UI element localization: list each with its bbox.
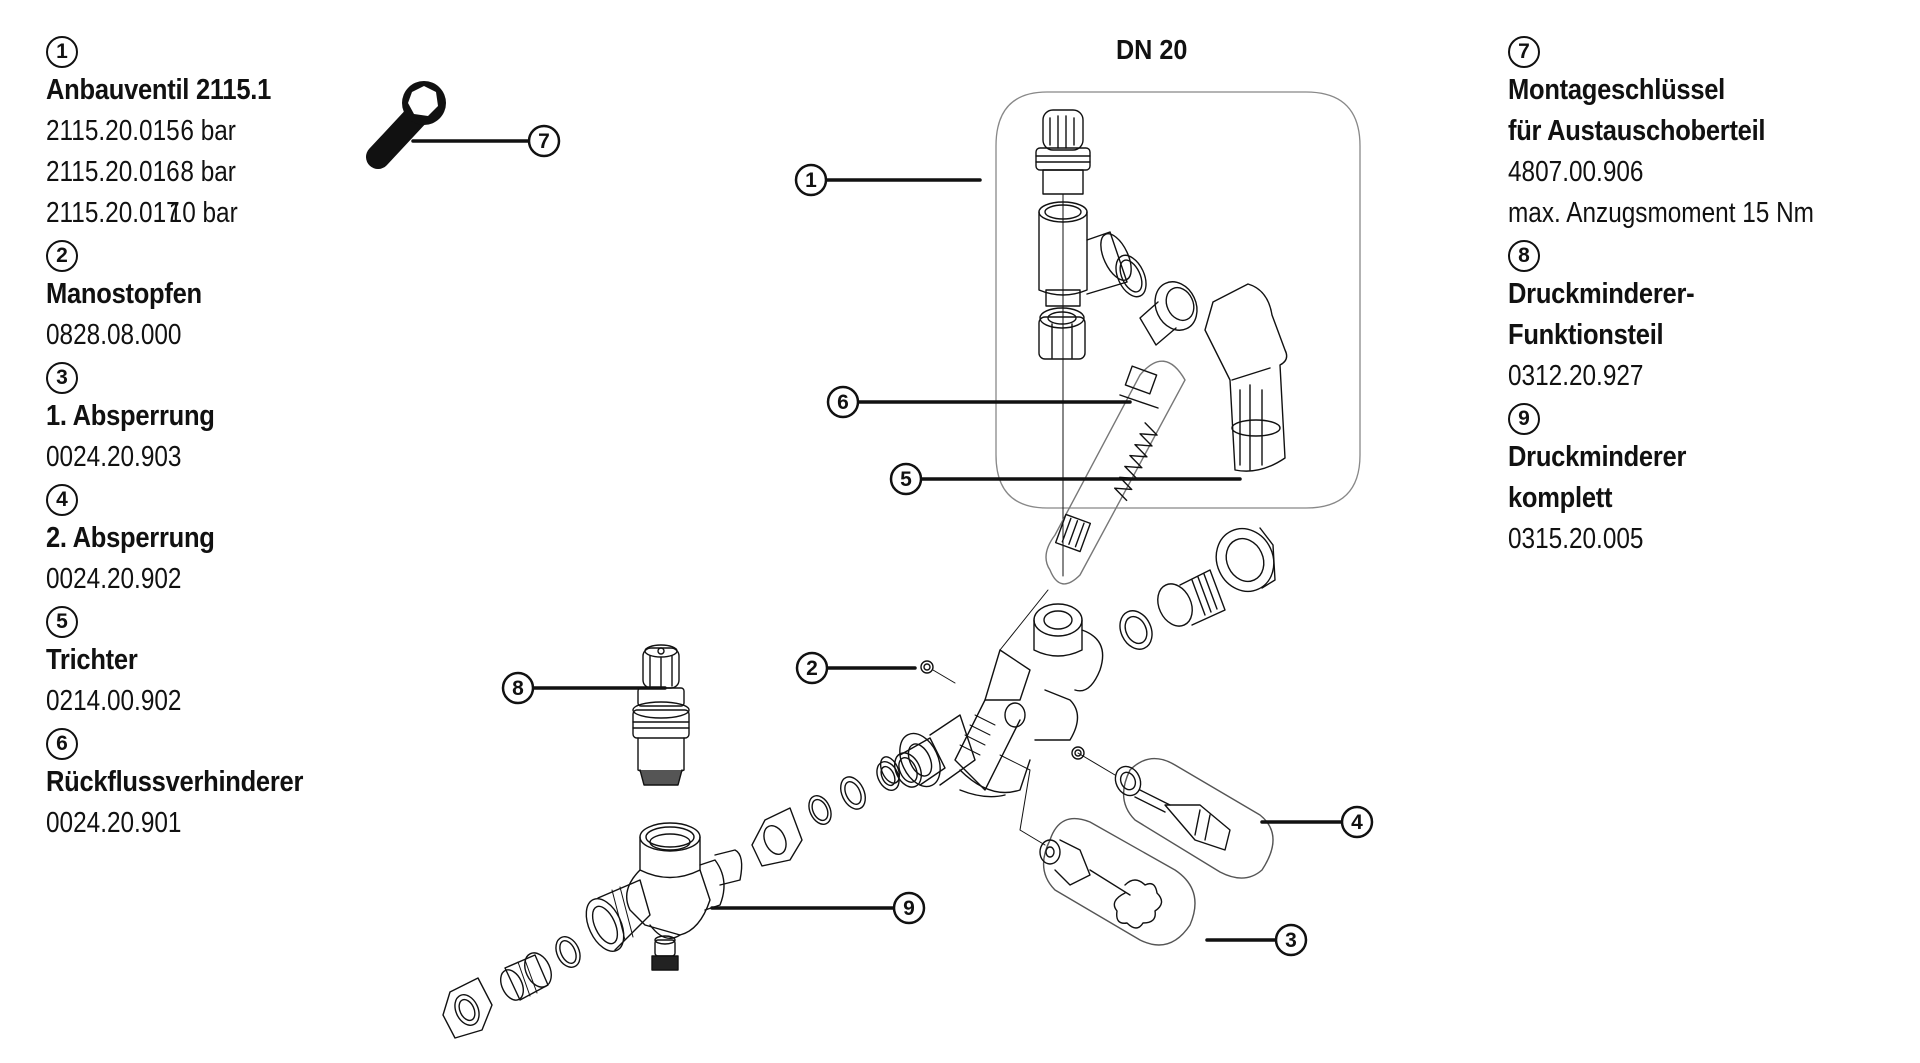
part-title: für Austauschoberteil — [1508, 115, 1766, 147]
callout-1[interactable]: 1 — [794, 163, 828, 197]
part-variant: 2115.20.01710 bar — [46, 193, 365, 234]
part-title: Druckminderer- — [1508, 278, 1695, 310]
part-title: Funktionsteil — [1508, 319, 1664, 351]
part-number-badge: 1 — [46, 36, 78, 68]
pressure-reducer-insert-drawing — [632, 644, 690, 786]
callout-6[interactable]: 6 — [826, 385, 860, 419]
pressure-reducer-complete-drawing — [442, 822, 743, 1039]
variant-code: 2115.20.016 — [46, 156, 180, 188]
part-code: 0024.20.901 — [46, 807, 182, 839]
part-code: 0024.20.903 — [46, 441, 182, 473]
part-title: 2. Absperrung — [46, 522, 215, 554]
part-number-badge: 4 — [46, 484, 78, 516]
part-title: 1. Absperrung — [46, 400, 215, 432]
variant-pressure: 8 bar — [180, 156, 236, 188]
variant-pressure: 10 bar — [168, 197, 238, 229]
group-frame — [995, 91, 1361, 509]
part-number-badge: 8 — [1508, 240, 1540, 272]
part-2: 2 Manostopfen 0828.08.000 — [46, 240, 426, 356]
svg-text:5: 5 — [900, 468, 912, 491]
parts-list-left: 1 Anbauventil 2115.1 2115.20.0156 bar 21… — [46, 36, 426, 850]
part-3: 3 1. Absperrung 0024.20.903 — [46, 362, 426, 478]
callout-4[interactable]: 4 — [1340, 805, 1374, 839]
part-code: 0312.20.927 — [1508, 360, 1644, 392]
callout-7[interactable]: 7 — [527, 124, 561, 158]
svg-text:3: 3 — [1285, 929, 1297, 952]
valve-body-drawing — [899, 603, 1104, 798]
part-title: Rückflussverhinderer — [46, 766, 304, 798]
shutoff-2-drawing — [1077, 752, 1274, 879]
part-title: Druckminderer — [1508, 441, 1687, 473]
check-valve-drawing — [1045, 360, 1186, 585]
callout-9[interactable]: 9 — [892, 891, 926, 925]
part-code: 0315.20.005 — [1508, 523, 1644, 555]
part-number-badge: 5 — [46, 606, 78, 638]
part-4: 4 2. Absperrung 0024.20.902 — [46, 484, 426, 600]
callout-3[interactable]: 3 — [1274, 923, 1308, 957]
parts-list-right: 7 Montageschlüssel für Austauschoberteil… — [1508, 36, 1908, 566]
part-note: max. Anzugsmoment 15 Nm — [1508, 197, 1814, 229]
part-6: 6 Rückflussverhinderer 0024.20.901 — [46, 728, 426, 844]
part-number-badge: 2 — [46, 240, 78, 272]
part-number-badge: 3 — [46, 362, 78, 394]
part-9: 9 Druckminderer komplett 0315.20.005 — [1508, 403, 1908, 560]
inlet-fittings-drawing — [751, 737, 946, 867]
assembly-line — [999, 589, 1049, 651]
svg-text:6: 6 — [837, 391, 849, 414]
part-1: 1 Anbauventil 2115.1 2115.20.0156 bar 21… — [46, 36, 426, 234]
fitting-parts-drawing — [1119, 527, 1276, 650]
shutoff-1-drawing — [999, 754, 1196, 946]
part-number-badge: 6 — [46, 728, 78, 760]
part-title: Manostopfen — [46, 278, 202, 310]
svg-text:8: 8 — [512, 677, 524, 700]
callout-5[interactable]: 5 — [889, 462, 923, 496]
svg-text:2: 2 — [806, 657, 818, 680]
callout-8[interactable]: 8 — [501, 671, 535, 705]
part-code: 4807.00.906 — [1508, 156, 1644, 188]
part-code: 0024.20.902 — [46, 563, 182, 595]
part-title: Montageschlüssel — [1508, 74, 1726, 106]
part-code: 0828.08.000 — [46, 319, 182, 351]
part-title: Anbauventil 2115.1 — [46, 74, 272, 106]
variant-code: 2115.20.015 — [46, 115, 180, 147]
part-code: 0214.00.902 — [46, 685, 182, 717]
svg-text:9: 9 — [903, 897, 915, 920]
variant-code: 2115.20.017 — [46, 197, 180, 229]
part-title: Trichter — [46, 644, 138, 676]
part-variant: 2115.20.0168 bar — [46, 152, 365, 193]
part-number-badge: 7 — [1508, 36, 1540, 68]
plug-drawing — [920, 660, 1085, 760]
funnel-drawing — [1204, 283, 1288, 472]
svg-text:7: 7 — [538, 130, 550, 153]
part-variant: 2115.20.0156 bar — [46, 111, 365, 152]
part-title: komplett — [1508, 482, 1613, 514]
part-5: 5 Trichter 0214.00.902 — [46, 606, 426, 722]
svg-text:1: 1 — [805, 169, 817, 192]
diagram-title: DN 20 — [1115, 34, 1188, 65]
part-7: 7 Montageschlüssel für Austauschoberteil… — [1508, 36, 1908, 234]
callouts: 1 6 5 2 8 4 3 9 7 — [501, 124, 1374, 957]
part-8: 8 Druckminderer- Funktionsteil 0312.20.9… — [1508, 240, 1908, 397]
callout-2[interactable]: 2 — [795, 651, 829, 685]
leader-lines — [531, 178, 1344, 942]
valve-cartridge-drawing — [1035, 109, 1198, 577]
svg-text:4: 4 — [1351, 811, 1363, 834]
part-number-badge: 9 — [1508, 403, 1540, 435]
wrench-icon — [366, 81, 446, 169]
variant-pressure: 6 bar — [180, 115, 236, 147]
